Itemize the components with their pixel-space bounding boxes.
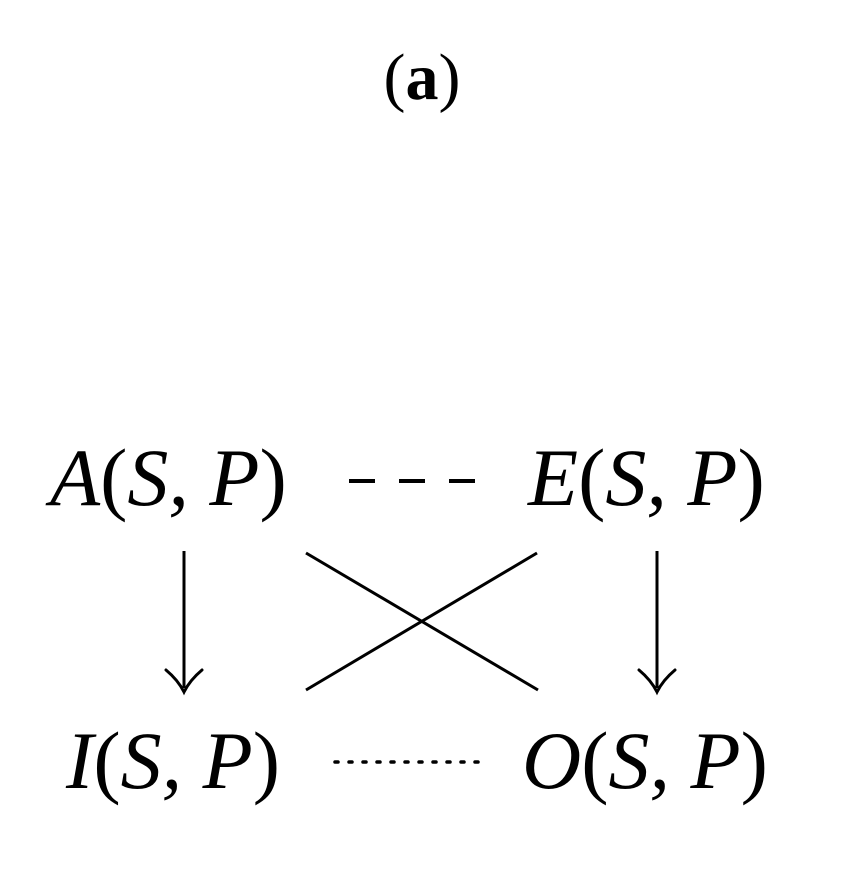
node-e-symbol: E (528, 432, 579, 523)
node-a-args: S, P (127, 432, 260, 523)
node-i-close: ) (252, 715, 281, 806)
panel-label-open: ( (383, 41, 406, 114)
panel-label-close: ) (438, 41, 461, 114)
node-i: I(S, P) (66, 713, 280, 809)
panel-label-letter: a (405, 41, 439, 114)
arrowhead-e-o (637, 668, 677, 696)
node-i-symbol: I (66, 715, 94, 806)
node-e-close: ) (737, 432, 765, 523)
node-e-args: S, P (605, 432, 738, 523)
node-a-close: ) (259, 432, 287, 523)
node-e: E(S, P) (528, 430, 765, 526)
node-e-open: ( (578, 432, 606, 523)
node-o-open: ( (581, 715, 609, 806)
node-a-open: ( (100, 432, 128, 523)
panel-label: (a) (0, 38, 844, 118)
arrowhead-a-i (164, 668, 204, 696)
node-o-args: S, P (608, 715, 741, 806)
node-i-open: ( (93, 715, 121, 806)
contradictory-line-e-i (305, 551, 538, 692)
node-o-symbol: O (522, 715, 582, 806)
node-o-close: ) (740, 715, 768, 806)
node-o: O(S, P) (522, 713, 768, 809)
node-i-args: S, P (120, 715, 253, 806)
node-a-symbol: A (50, 432, 101, 523)
node-a: A(S, P) (50, 430, 287, 526)
